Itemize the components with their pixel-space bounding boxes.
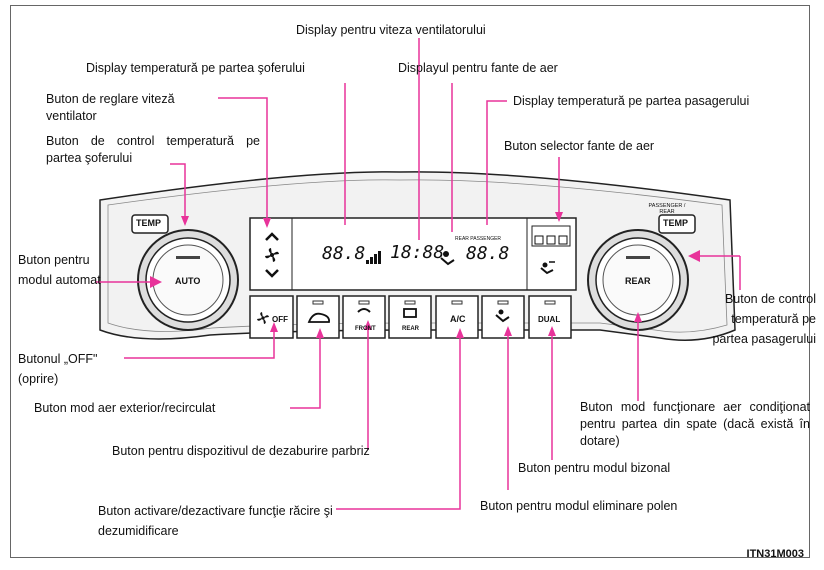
label-dual-button: Buton pentru modul bizonal xyxy=(518,461,671,475)
vent-mode-icon xyxy=(440,251,455,266)
button-row xyxy=(249,295,572,339)
fan-down-chevron-icon xyxy=(265,269,279,278)
auto-knob xyxy=(137,229,239,331)
dual-button[interactable]: DUAL xyxy=(538,315,561,324)
rear-knob-label[interactable]: REAR xyxy=(625,276,651,286)
label-air-vent-display: Displayul pentru fante de aer xyxy=(398,61,558,75)
label-fan-speed-display: Display pentru viteza ventilatorului xyxy=(296,23,486,37)
label-pollen-button: Buton pentru modul eliminare polen xyxy=(480,499,678,513)
figure-frame xyxy=(10,5,810,558)
auto-knob-label[interactable]: AUTO xyxy=(175,276,201,286)
label-defog-button: Buton pentru dispozitivul de dezaburire … xyxy=(112,444,370,458)
display-rear-passenger: REAR PASSENGER xyxy=(455,236,502,242)
ac-button[interactable]: A/C xyxy=(450,314,466,324)
figure-code: ITN31M003 xyxy=(746,548,804,560)
callout-lines xyxy=(96,38,741,510)
right-temp-button[interactable]: TEMP xyxy=(663,218,689,228)
rear-defog-button[interactable]: REAR xyxy=(402,326,420,332)
label-ac-button: Buton activare/dezactivare funcţie răcir… xyxy=(98,504,333,538)
label-fan-speed-button: Buton de reglare viteză ventilator xyxy=(46,92,175,123)
fan-icon xyxy=(265,248,279,262)
label-off-button: Butonul „OFF" (oprire) xyxy=(18,352,98,386)
label-auto-mode-button: Buton pentru modul automat xyxy=(18,253,101,287)
vent-selector-icon xyxy=(540,261,555,275)
display-passenger-temp: 88.8 xyxy=(466,243,510,264)
front-defog-icon xyxy=(357,308,371,313)
display-driver-temp: 88.8 xyxy=(322,243,366,264)
label-rear-ac-button: Buton mod funcţionare aer condiţionat pe… xyxy=(580,400,810,448)
label-air-vent-selector: Buton selector fante de aer xyxy=(504,139,655,153)
rear-defog-icon xyxy=(403,308,417,318)
front-defog-button[interactable]: FRONT xyxy=(355,326,376,332)
recirculation-icon xyxy=(307,312,330,323)
off-button[interactable]: OFF xyxy=(272,315,288,324)
callout-arrowheads xyxy=(150,212,700,338)
label-driver-temp-button: Buton de control temperatură pe partea ş… xyxy=(46,134,260,165)
passenger-rear-tag: PASSENGER / REAR xyxy=(648,203,686,215)
left-temp-button-shape xyxy=(131,214,169,234)
rear-knob xyxy=(587,229,689,331)
display-clock: 18:88 xyxy=(390,242,445,263)
label-recirc-button: Buton mod aer exterior/recirculat xyxy=(34,401,216,415)
center-display xyxy=(249,217,577,291)
label-passenger-temp-display: Display temperatură pe partea pasagerulu… xyxy=(513,94,750,108)
off-fan-icon xyxy=(257,312,269,324)
fan-bars-icon xyxy=(366,251,381,264)
label-passenger-temp-button: Buton de control temperatură pe partea p… xyxy=(712,292,816,346)
left-temp-button[interactable]: TEMP xyxy=(136,218,162,228)
pollen-icon xyxy=(495,309,510,323)
right-temp-button-shape xyxy=(658,214,696,234)
fan-up-chevron-icon xyxy=(265,232,279,241)
label-driver-temp-display: Display temperatură pe partea şoferului xyxy=(86,61,305,75)
